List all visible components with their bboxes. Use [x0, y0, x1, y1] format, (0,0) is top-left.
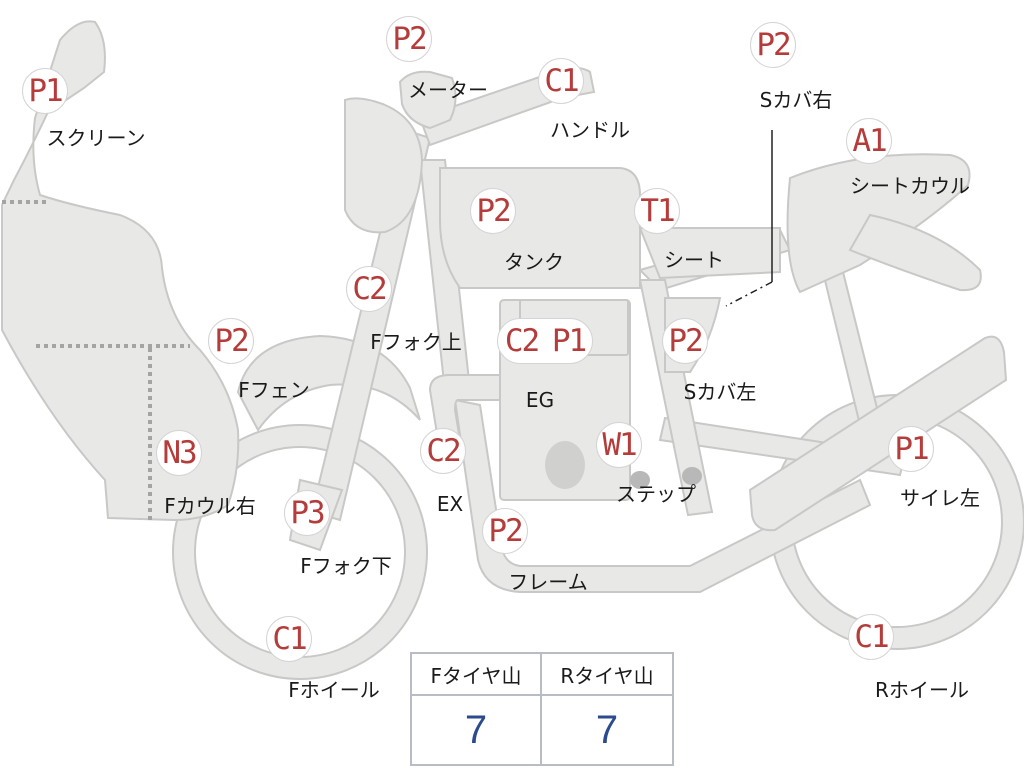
- front-tire-tread-header: Fタイヤ山: [412, 654, 542, 696]
- seat-grade-badge: T1: [634, 188, 680, 234]
- meter-shape: [398, 70, 457, 130]
- engine-cover-shape: [545, 441, 585, 489]
- side-cover-right-grade-badge: P2: [750, 22, 796, 68]
- screen-label: スクリーン: [46, 126, 146, 150]
- step-grade-badge: W1: [596, 422, 642, 468]
- seat-shape: [638, 227, 781, 280]
- rear-shock-shape: [820, 258, 882, 427]
- exhaust-label: EX: [436, 492, 464, 516]
- muffler-left-grade-badge: P1: [888, 426, 934, 472]
- front-fork-upper-label: Fフォク上: [370, 330, 462, 354]
- tank-grade-badge: P2: [470, 188, 516, 234]
- meter-label: メーター: [408, 78, 488, 102]
- seat-cowl-grade-badge: A1: [846, 118, 892, 164]
- front-fender-label: Fフェン: [238, 378, 310, 402]
- front-wheel-label: Fホイール: [288, 678, 380, 702]
- screen-grade-badge: P1: [22, 68, 68, 114]
- front-cowl-right-label: Fカウル右: [164, 494, 256, 518]
- frame-label: フレーム: [508, 570, 588, 594]
- rear-tire-tread-header: Rタイヤ山: [542, 654, 672, 696]
- frame-grade-badge: P2: [482, 508, 528, 554]
- front-wheel-grade-badge: C1: [266, 616, 312, 662]
- rear-tire-tread-value: 7: [595, 707, 619, 752]
- front-tire-tread-value: 7: [412, 696, 542, 764]
- meter-grade-badge: P2: [386, 16, 432, 62]
- seat-label: シート: [664, 248, 724, 272]
- engine-label: EG: [525, 388, 555, 412]
- frame-shape: [453, 398, 872, 593]
- frame-rear-shape: [638, 279, 714, 517]
- front-fork-lower-label: Fフォク下: [300, 554, 392, 578]
- side-cover-left-grade-badge: P2: [662, 318, 708, 364]
- seat-cowl-label: シートカウル: [850, 174, 970, 198]
- tail-shape: [848, 213, 982, 292]
- muffler-shape: [748, 335, 1008, 532]
- tire-tread-table: Fタイヤ山 Rタイヤ山 7 7: [410, 652, 674, 766]
- front-fork-lower-grade-badge: P3: [284, 490, 330, 536]
- side-cover-right-label: Sカバ右: [759, 88, 833, 112]
- step-peg2-shape: [682, 467, 702, 485]
- side-cover-left-label: Sカバ左: [683, 380, 757, 404]
- step-peg-shape: [630, 471, 650, 489]
- front-cowl-right-grade-badge: N3: [156, 430, 202, 476]
- rear-wheel-grade-badge: C1: [848, 614, 894, 660]
- exhaust-grade-badge: C2: [420, 428, 466, 474]
- front-fender-grade-badge: P2: [208, 318, 254, 364]
- rear-wheel-label: Rホイール: [875, 678, 969, 702]
- step-label: ステップ: [616, 482, 696, 506]
- muffler-left-label: サイレ左: [900, 486, 980, 510]
- handle-grade-badge: C1: [538, 58, 584, 104]
- side-cover-right-leader-dash: [725, 281, 773, 307]
- tank-label: タンク: [504, 250, 564, 274]
- front-fork-upper-grade-badge: C2: [346, 266, 392, 312]
- headlight-shape: [344, 97, 424, 234]
- front-fork-shape: [310, 128, 432, 522]
- exhaust-shape: [428, 374, 521, 441]
- handle-label: ハンドル: [550, 118, 630, 142]
